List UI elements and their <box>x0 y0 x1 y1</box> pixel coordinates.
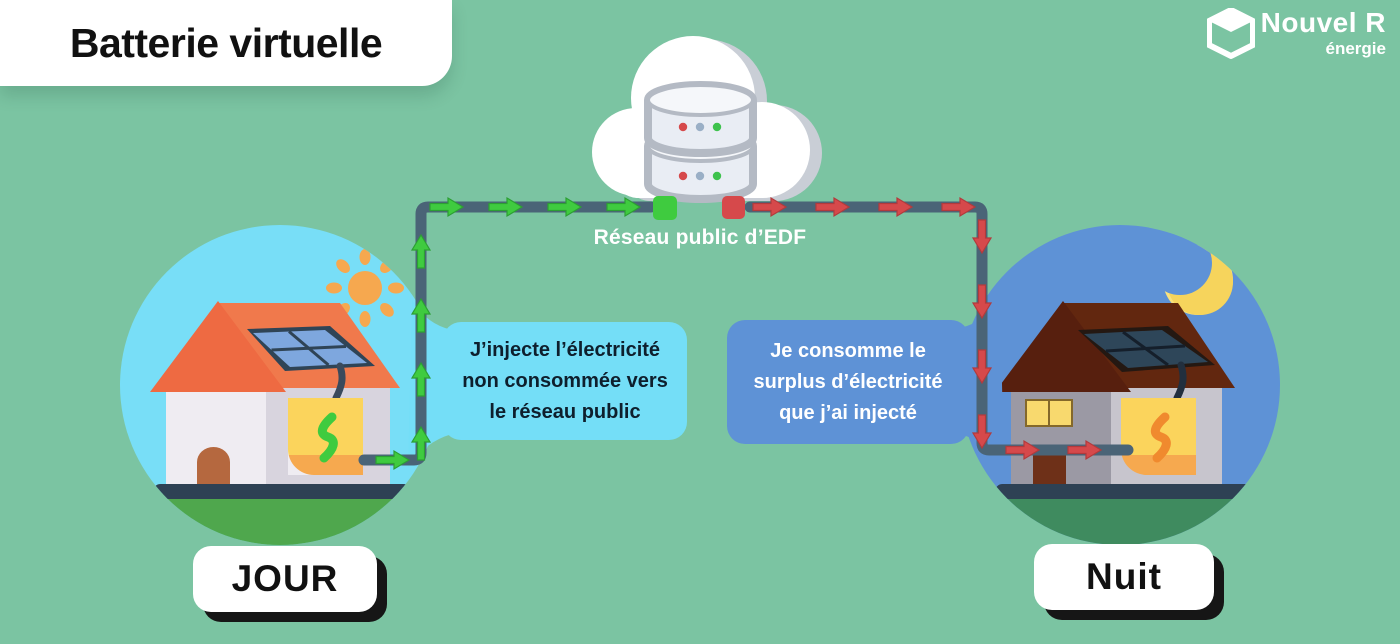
night-house <box>995 301 1253 499</box>
panel-cable-night <box>1173 361 1187 402</box>
injection-node <box>653 196 677 220</box>
consumption-node <box>722 196 745 219</box>
page-title: Batterie virtuelle <box>69 19 383 66</box>
house-base-night <box>995 484 1253 499</box>
electric-meter-day <box>288 398 363 475</box>
brand-logo: Nouvel R énergie <box>1206 7 1386 60</box>
consumption-line <box>744 201 1134 456</box>
server-led-lights <box>678 122 722 181</box>
house-base-day <box>153 484 411 499</box>
night-bubble-text: Je consomme le surplus d’électricité que… <box>753 339 943 424</box>
night-speech-bubble: Je consomme le surplus d’électricité que… <box>727 320 969 444</box>
day-scene <box>120 225 440 545</box>
day-house <box>150 301 411 499</box>
server-icon <box>644 81 757 203</box>
cube-icon <box>1206 8 1255 59</box>
lit-window <box>1025 399 1073 427</box>
electric-meter-night <box>1121 398 1196 475</box>
title-card: Batterie virtuelle <box>0 0 452 86</box>
day-badge: JOUR <box>193 546 377 612</box>
brand-name: Nouvel R <box>1260 7 1386 38</box>
day-badge-text: JOUR <box>231 558 339 599</box>
lightning-bolt-icon-green <box>317 412 338 463</box>
solar-panel-night <box>1078 326 1215 372</box>
lightning-bolt-icon-orange <box>1150 412 1171 463</box>
day-bubble-text: J’injecte l’électricité non consommée ve… <box>462 338 668 423</box>
solar-panel-day <box>247 326 375 371</box>
night-badge: Nuit <box>1034 544 1214 610</box>
door-day <box>197 447 230 492</box>
injection-line <box>358 201 657 466</box>
moon-icon <box>1148 231 1233 315</box>
night-badge-text: Nuit <box>1086 556 1162 597</box>
day-grass <box>120 494 440 545</box>
network-label: Réseau public d’EDF <box>593 226 807 249</box>
panel-cable-day <box>332 362 346 402</box>
brand-tagline: énergie <box>1325 38 1386 58</box>
day-speech-bubble: J’injecte l’électricité non consommée ve… <box>443 322 687 440</box>
